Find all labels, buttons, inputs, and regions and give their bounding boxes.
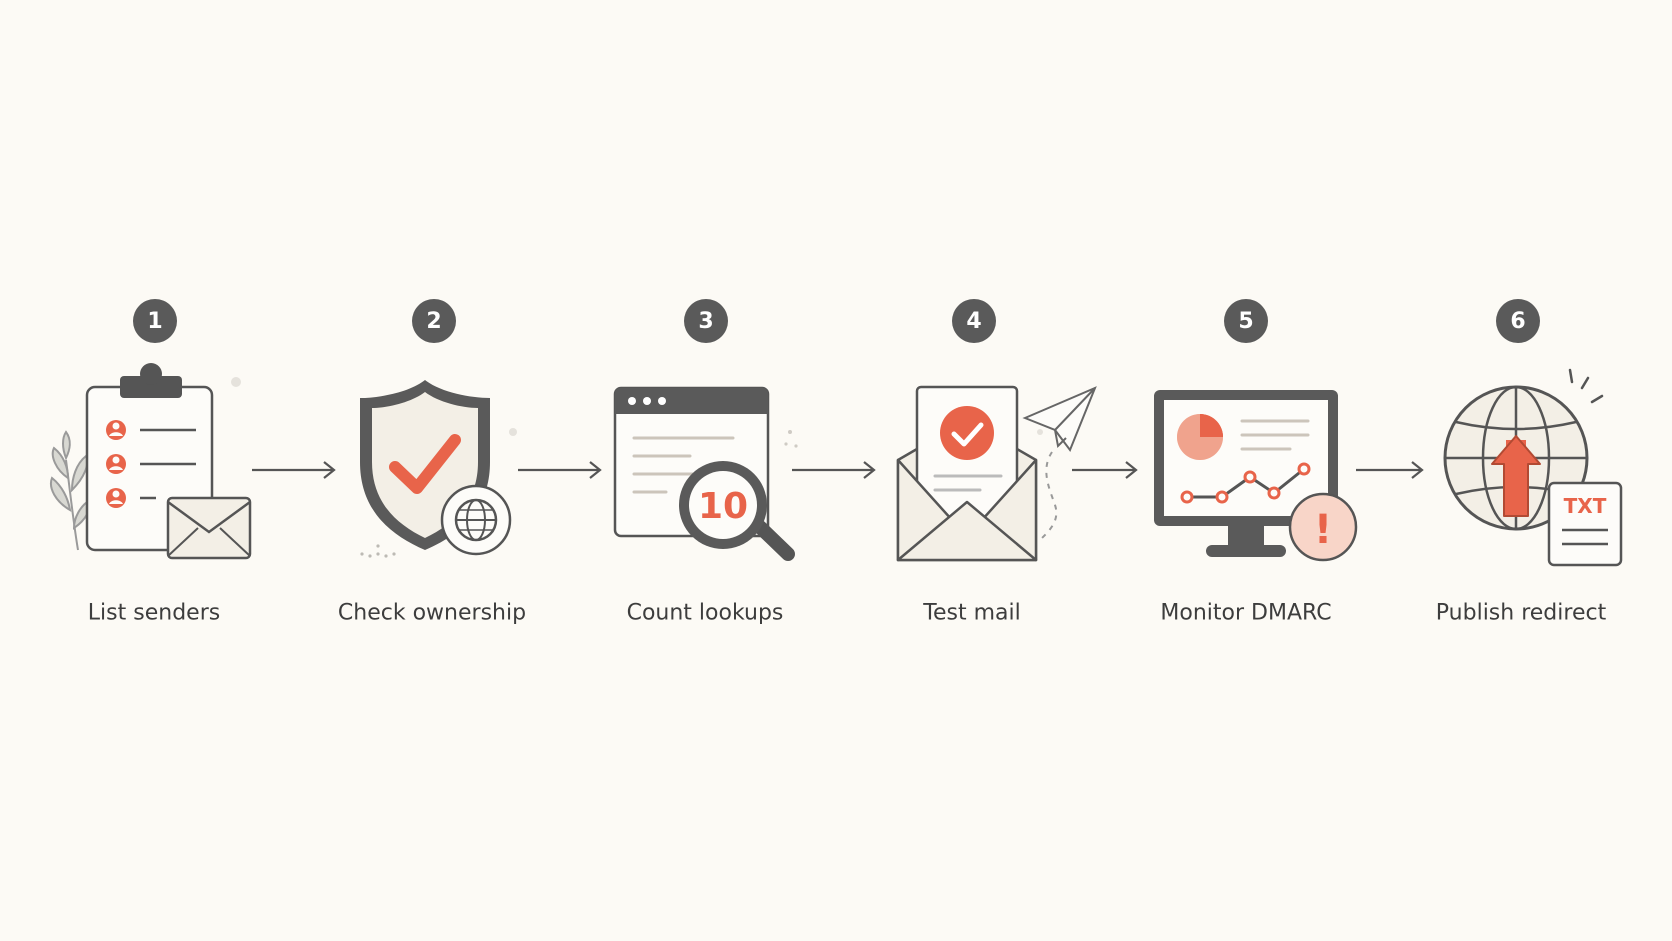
sender-list — [106, 420, 196, 508]
monitor-chart-alert-icon: ! — [1154, 390, 1358, 562]
step-2-label: Check ownership — [337, 600, 527, 626]
step-4-badge: 4 — [952, 299, 996, 343]
step-5-label: Monitor DMARC — [1160, 600, 1332, 626]
arrow-5-to-6 — [1356, 461, 1424, 479]
step-6-badge: 6 — [1496, 299, 1540, 343]
arrow-3-to-4 — [792, 461, 876, 479]
browser-magnifier-icon: 10 — [613, 386, 798, 561]
step-6-label: Publish redirect — [1435, 600, 1607, 626]
sparkle-dots — [360, 544, 396, 558]
arrow-2-to-3 — [518, 461, 602, 479]
step-3-label: Count lookups — [626, 600, 784, 626]
pie-chart-icon — [1177, 414, 1223, 460]
step-1-label: List senders — [87, 600, 221, 626]
arrow-1-to-2 — [252, 461, 336, 479]
leaf-sprig-icon — [50, 430, 92, 551]
step-2-badge: 2 — [412, 299, 456, 343]
upload-arrow-icon — [1491, 435, 1541, 517]
txt-file-label: TXT — [1564, 494, 1607, 518]
envelope-check-paper-plane-icon — [896, 385, 1097, 562]
alert-icon: ! — [1288, 492, 1358, 562]
signal-rays — [1568, 368, 1604, 404]
step-5-badge: 5 — [1224, 299, 1268, 343]
paper-plane-icon — [1022, 386, 1097, 539]
step-3-badge: 3 — [684, 299, 728, 343]
shield-check-globe-icon — [360, 380, 517, 558]
lookup-counter: 10 — [698, 486, 748, 527]
txt-file-icon: TXT — [1547, 481, 1623, 567]
envelope-icon — [166, 496, 252, 560]
globe-icon — [440, 484, 512, 556]
clipboard-envelope-icon — [50, 363, 252, 560]
line-chart-icon — [1180, 462, 1311, 504]
arrow-4-to-5 — [1072, 461, 1138, 479]
step-4-label: Test mail — [923, 600, 1021, 626]
magnifier-icon — [679, 461, 795, 561]
step-1-badge: 1 — [133, 299, 177, 343]
globe-upload-txt-icon: TXT — [1443, 368, 1623, 567]
alert-mark: ! — [1314, 507, 1332, 553]
